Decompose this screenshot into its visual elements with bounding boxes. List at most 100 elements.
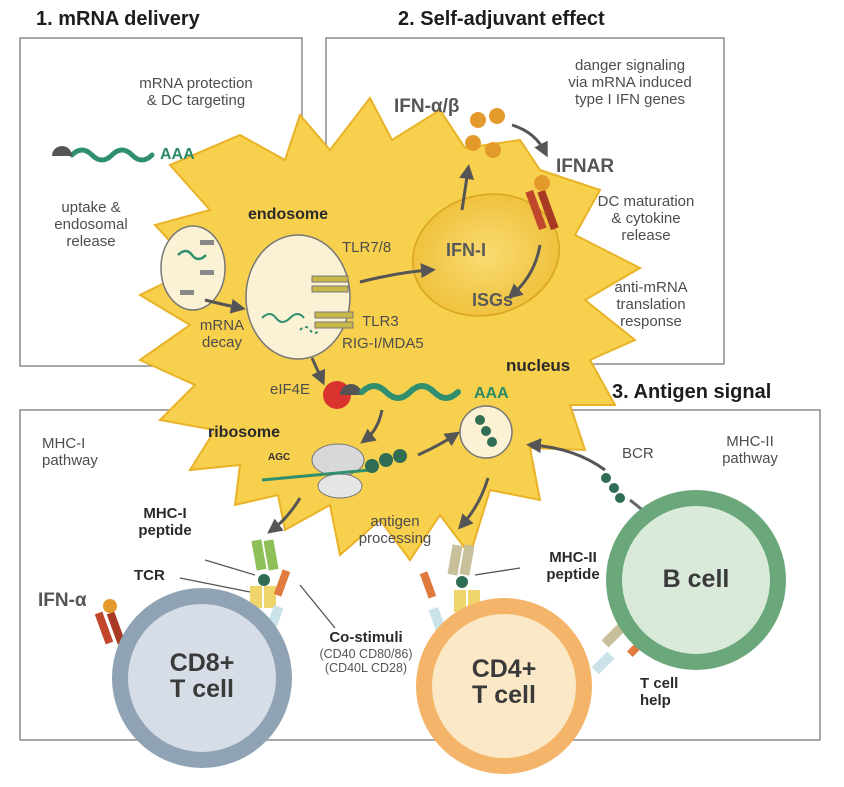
maturation-line-1: DC maturation [597,193,695,210]
tlr78-receptor-2 [311,285,349,293]
tlr3-receptor [314,311,354,319]
costim-line-1: (CD40 CD80/86) [319,646,413,661]
danger-line-2: via mRNA induced [568,73,692,91]
anti-line-2: translation [616,295,686,313]
peptide-bead-3 [393,449,407,463]
mhc2-pathway-line-2: pathway [722,449,778,467]
arrow-ifnar-to-isgs [507,244,542,299]
uptake-vesicle [160,225,226,311]
mrna-strand-panel1 [69,147,155,163]
ifnar-label: IFNAR [556,156,615,177]
mrna-cap-dc [340,384,362,395]
vesicle-peptide-3 [487,437,497,447]
pointer-tcr [179,577,251,593]
cd4-line-2: T cell [472,681,536,710]
cd4-cell-label: CD4+ T cell [444,656,564,709]
danger-signaling-label: danger signaling via mRNA induced type I… [540,57,720,108]
help-line-2: help [640,691,671,709]
mhc1-pathway-label: MHC-I pathway [42,435,98,470]
costimuli-label: Co-stimuli (CD40 CD80/86) (CD40L CD28) [296,629,436,675]
mhc1-pathway-line-1: MHC-I [42,435,86,452]
vesicle-lipid-1 [200,240,214,245]
endosome-mrna [261,313,305,323]
maturation-line-2: & cytokine [611,209,681,227]
peptide-bead-1 [365,459,379,473]
decay-line-2: decay [201,333,243,351]
decay-line-1: mRNA [199,317,245,334]
section-title-adjuvant: 2. Self-adjuvant effect [398,8,605,30]
help-line-1: T cell [640,675,679,692]
arrow-peptide-to-vesicle [417,431,460,457]
tlr3-label: TLR3 [362,313,399,330]
cd4-line-1: CD4+ [471,655,537,683]
delivery-protection-label: mRNA protection & DC targeting [96,75,296,110]
tlr78-receptor [311,275,349,283]
nucleus-label: nucleus [506,356,571,375]
mhc2-peptide-line-1: MHC-II [549,549,597,566]
tlr3-receptor-2 [314,321,354,329]
mhc2-pathway-label: MHC-II pathway [700,433,800,468]
pointer-mhc2-peptide [474,567,521,576]
mhc1-peptide-label: MHC-I peptide [120,505,210,540]
section-title-delivery: 1. mRNA delivery [36,8,200,30]
mhc1-pathway-line-2: pathway [42,451,98,469]
ifn-dot-4 [485,142,501,158]
costim-line-2: (CD40L CD28) [324,660,408,675]
danger-line-1: danger signaling [574,57,686,74]
ifnar-receptor [525,175,559,231]
ifna-receptor [94,599,126,645]
arrow-vesicle-to-mhc2 [457,477,490,530]
ribosome-label: ribosome [208,424,281,441]
arrow-endosome-to-nucleus [359,263,436,284]
t-cell-help-label: T cell help [640,675,679,710]
eif4e-label: eIF4E [270,381,311,398]
mhc2-peptide-line-2: peptide [546,565,600,583]
arrow-nucleus-to-ifn [459,164,475,211]
endosome-mrna-fragments [299,326,321,334]
isgs-label: ISGs [472,290,514,310]
ribosome-small [317,473,363,499]
vesicle-peptide-1 [475,415,485,425]
anti-line-3: response [620,312,682,330]
panel1-aaa-tail: AAA [160,146,195,163]
rig-mda5-label: RIG-I/MDA5 [342,335,424,352]
mhc1-peptide-line-2: peptide [138,521,192,539]
uptake-label: uptake & endosomal release [36,199,146,250]
tlr78-label: TLR7/8 [342,239,392,256]
mrna-decay-label: mRNA decay [182,317,262,352]
ifn-a-label: IFN-α [38,590,87,611]
arrow-mrna-to-ribosome [360,409,384,444]
section-title-antigen: 3. Antigen signal [612,381,772,403]
bcr-label: BCR [622,445,654,462]
ifn-dot-1 [470,112,486,128]
vesicle-lipid-3 [180,290,194,295]
protection-line-2: & DC targeting [146,91,246,109]
mhc1-peptide-line-1: MHC-I [143,505,187,522]
mhc1-complex [250,539,291,630]
agc-codon-label: AGC [268,452,291,463]
b-cell [606,490,786,670]
vesicle-peptide-2 [481,426,491,436]
uptake-line-3: release [66,232,116,250]
cd8-cell-label: CD8+ T cell [142,650,262,703]
antigen-line-1: antigen [370,513,420,530]
dc-aaa-tail: AAA [474,385,509,402]
endosome-label: endosome [248,206,329,223]
anti-mrna-label: anti-mRNA translation response [586,279,716,330]
ifn-i-label: IFN-I [446,240,486,260]
protection-line-1: mRNA protection [139,75,253,92]
pointer-mhc1-peptide [204,559,256,576]
vesicle-mrna [177,249,207,261]
arrow-ribosome-to-mhc1 [267,497,302,534]
mrna-cap-panel1 [52,146,72,156]
maturation-line-3: release [621,226,671,244]
ifn-dot-2 [489,108,505,124]
anti-line-1: anti-mRNA [614,279,688,296]
pointer-costim [299,584,336,629]
tcr-label: TCR [134,567,165,584]
cd4-t-cell [416,598,592,774]
vesicle-lipid-2 [200,270,214,275]
uptake-line-2: endosomal [54,215,128,233]
